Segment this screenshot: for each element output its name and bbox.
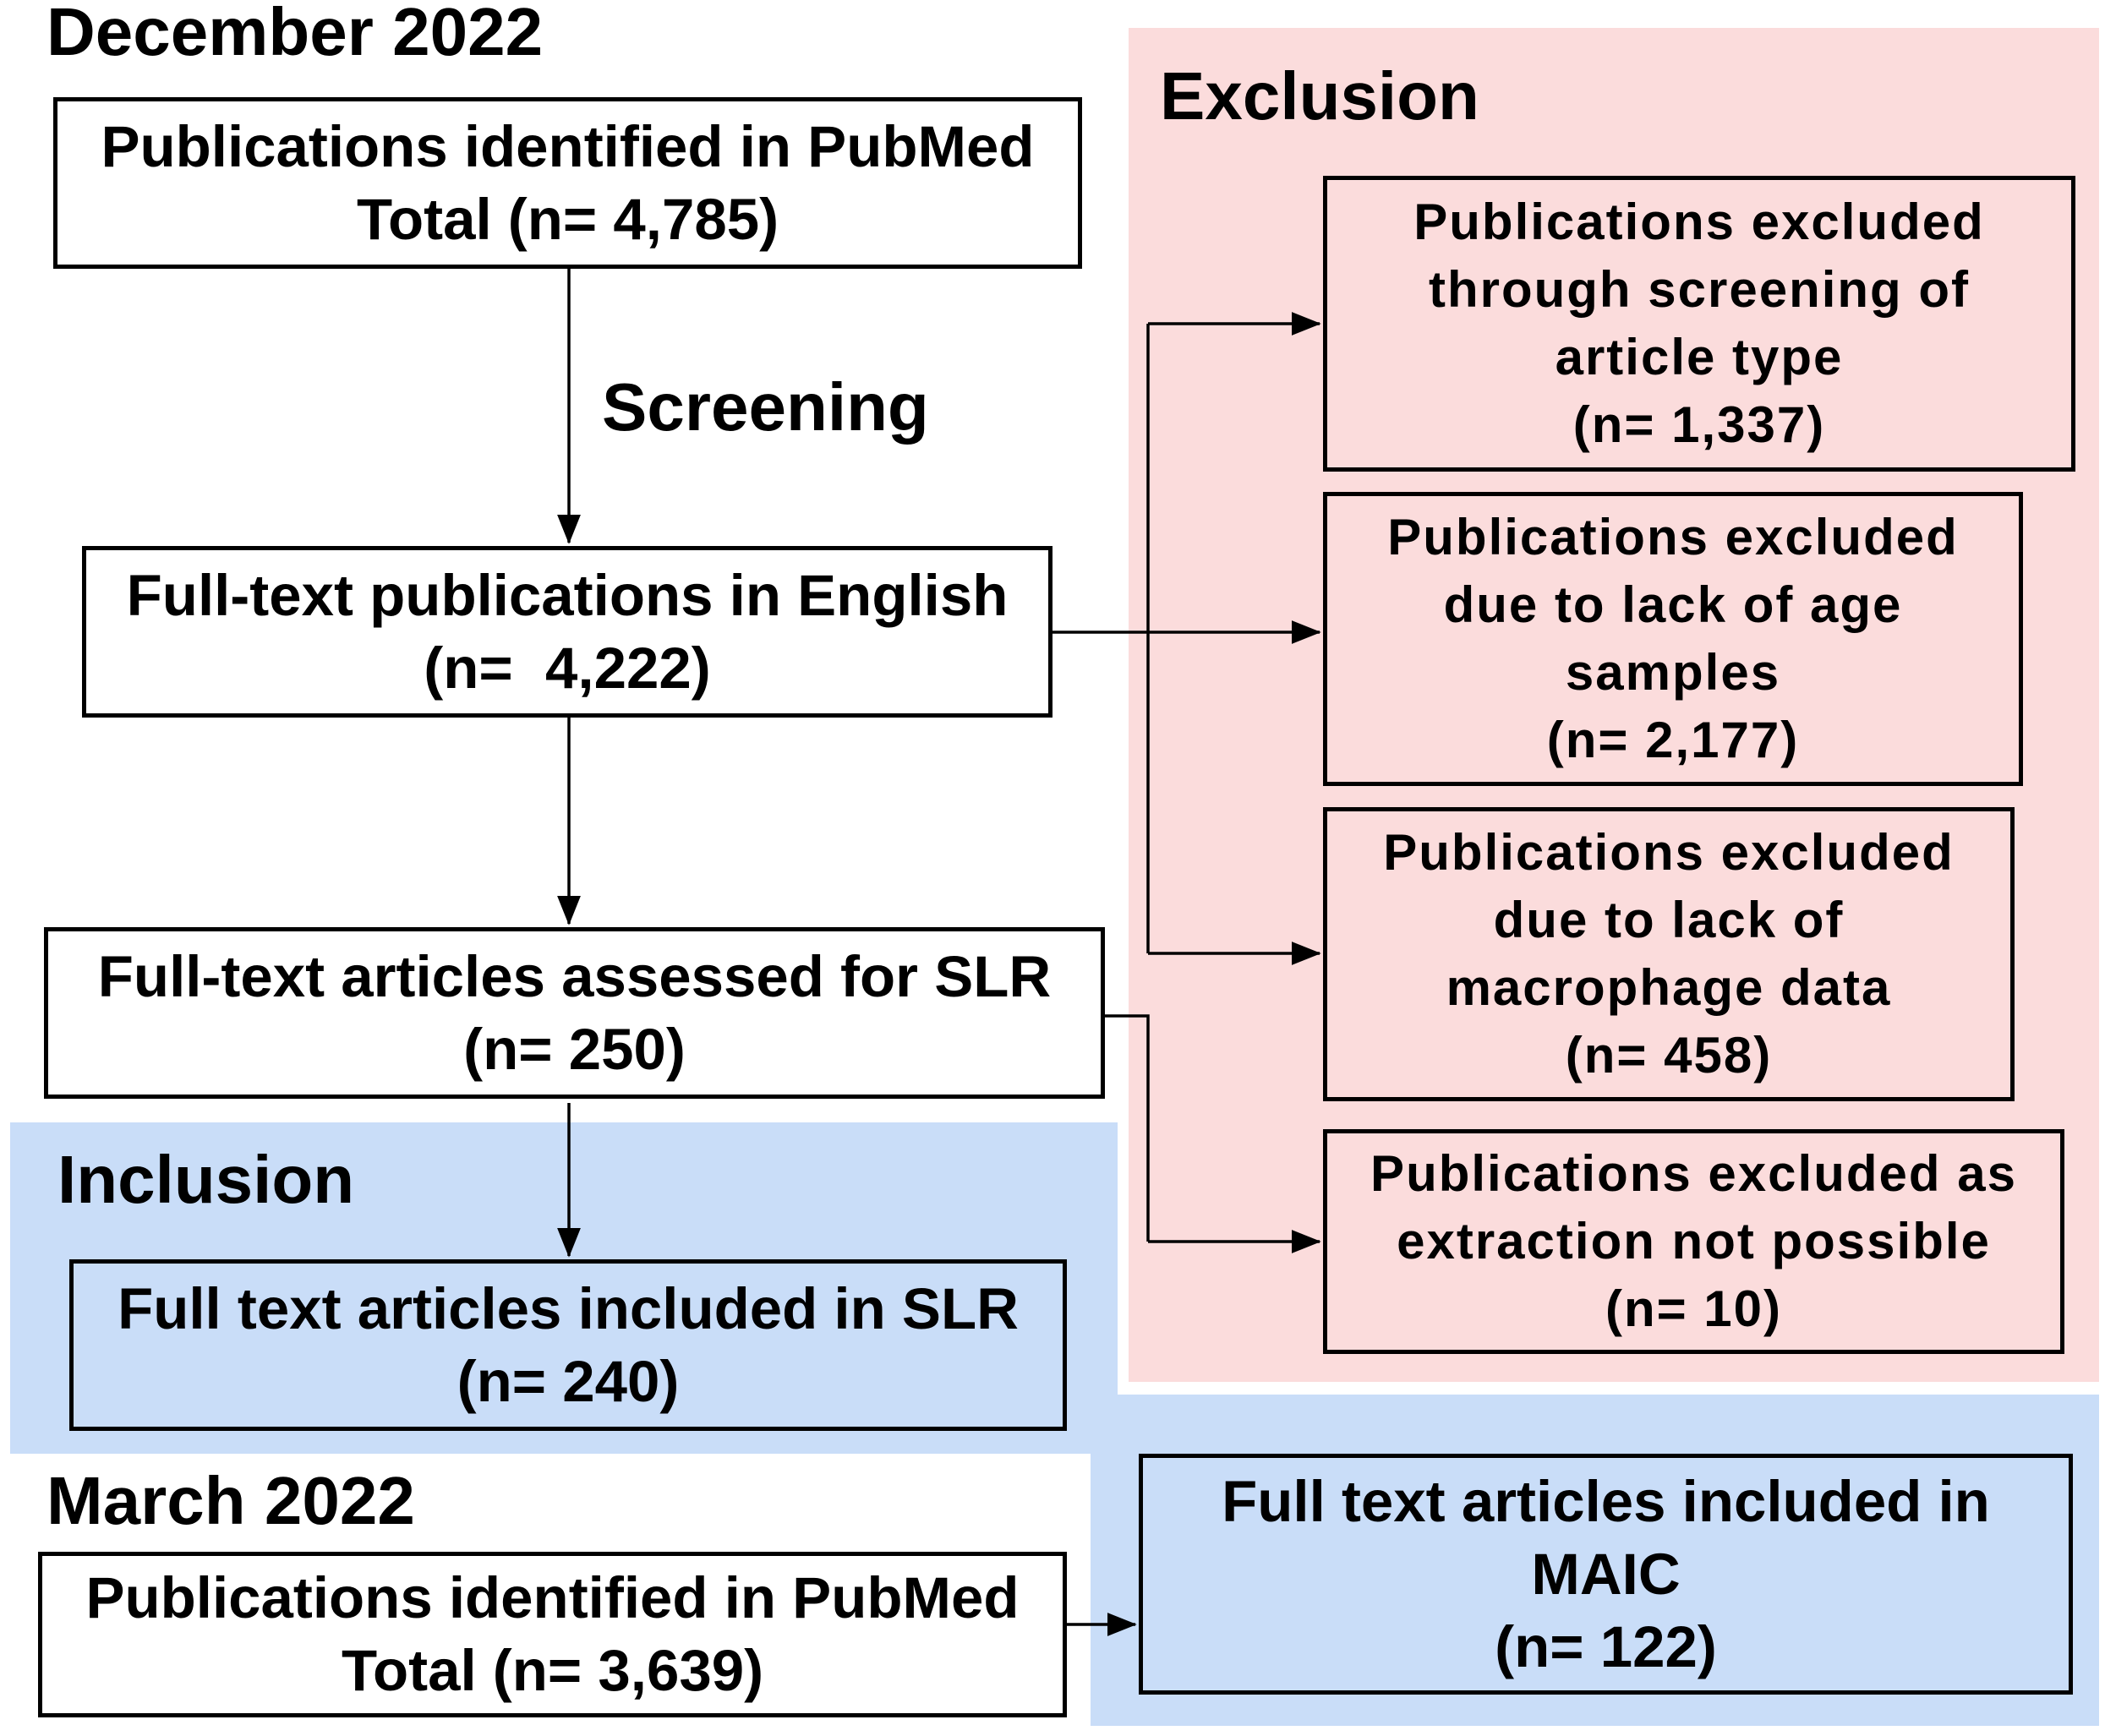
included-maic-line2: MAIC bbox=[1531, 1541, 1681, 1607]
excluded-article-type-box: Publications excluded through screening … bbox=[1323, 176, 2075, 472]
included-slr-box: Full text articles included in SLR (n= 2… bbox=[69, 1259, 1067, 1431]
included-slr-count: (n= 240) bbox=[457, 1348, 680, 1414]
excluded-macrophage-line1: Publications excluded bbox=[1383, 824, 1955, 881]
exclusion-heading: Exclusion bbox=[1160, 58, 1479, 134]
excluded-extraction-box: Publications excluded as extraction not … bbox=[1323, 1129, 2064, 1354]
identified-pubmed-count: Total (n= 4,785) bbox=[356, 186, 779, 252]
march-identified-pubmed-box: Publications identified in PubMed Total … bbox=[38, 1552, 1067, 1717]
date-december-2022: December 2022 bbox=[46, 0, 544, 69]
march-identified-pubmed-count: Total (n= 3,639) bbox=[341, 1638, 764, 1703]
excluded-article-type-line1: Publications excluded bbox=[1413, 194, 1985, 250]
included-maic-box: Full text articles included in MAIC (n= … bbox=[1139, 1454, 2073, 1695]
connector-assessed-to-extraction bbox=[1105, 1014, 1150, 1242]
march-identified-pubmed-title: Publications identified in PubMed bbox=[85, 1565, 1020, 1630]
date-march-2022: March 2022 bbox=[46, 1463, 415, 1538]
included-maic-line1: Full text articles included in bbox=[1222, 1468, 1990, 1534]
excluded-age-samples-count: (n= 2,177) bbox=[1546, 712, 1800, 768]
assessed-slr-count: (n= 250) bbox=[463, 1016, 686, 1082]
excluded-age-samples-line2: due to lack of age bbox=[1443, 576, 1903, 633]
included-maic-count: (n= 122) bbox=[1495, 1613, 1717, 1679]
excluded-macrophage-count: (n= 458) bbox=[1565, 1027, 1773, 1084]
excluded-extraction-line1: Publications excluded as bbox=[1370, 1145, 2017, 1202]
english-fulltext-count: (n= 4,222) bbox=[424, 635, 711, 701]
english-fulltext-title: Full-text publications in English bbox=[126, 562, 1009, 628]
included-slr-title: Full text articles included in SLR bbox=[118, 1275, 1019, 1341]
assessed-slr-title: Full-text articles assessed for SLR bbox=[97, 943, 1052, 1009]
excluded-age-samples-line1: Publications excluded bbox=[1387, 509, 1959, 565]
excluded-macrophage-box: Publications excluded due to lack of mac… bbox=[1323, 807, 2015, 1101]
excluded-extraction-line2: extraction not possible bbox=[1397, 1213, 1991, 1269]
assessed-slr-box: Full-text articles assessed for SLR (n= … bbox=[44, 927, 1105, 1099]
excluded-macrophage-line3: macrophage data bbox=[1446, 959, 1892, 1016]
identified-pubmed-title: Publications identified in PubMed bbox=[101, 113, 1035, 179]
excluded-article-type-line3: article type bbox=[1555, 329, 1844, 385]
screening-label: Screening bbox=[602, 369, 929, 445]
excluded-article-type-count: (n= 1,337) bbox=[1572, 396, 1826, 453]
excluded-article-type-line2: through screening of bbox=[1429, 261, 1970, 318]
excluded-macrophage-line2: due to lack of bbox=[1493, 892, 1845, 948]
english-fulltext-box: Full-text publications in English (n= 4,… bbox=[82, 546, 1052, 718]
identified-pubmed-box: Publications identified in PubMed Total … bbox=[53, 97, 1082, 269]
inclusion-heading: Inclusion bbox=[57, 1142, 355, 1217]
excluded-age-samples-line3: samples bbox=[1565, 644, 1781, 701]
excluded-age-samples-box: Publications excluded due to lack of age… bbox=[1323, 492, 2023, 786]
excluded-extraction-count: (n= 10) bbox=[1605, 1280, 1783, 1337]
